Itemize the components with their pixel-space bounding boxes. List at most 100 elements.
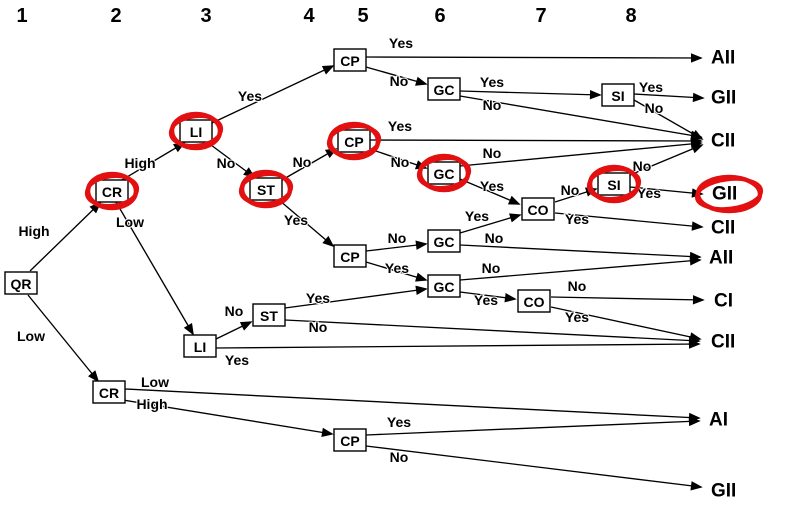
node-box-CP-2	[337, 129, 371, 153]
edge-label-GC-2-leaf-CII-1: No	[483, 145, 502, 161]
edge-CP-3-GC-4	[365, 261, 428, 282]
edge-label-SI-2-leaf-GII-2: Yes	[637, 185, 661, 201]
edge-label-ST-bottom-leaf-CII-3: No	[309, 319, 328, 335]
edge-label-SI-1-leaf-CII-1: No	[645, 100, 664, 116]
edge-CO-2-leaf-CII-3	[550, 306, 702, 342]
leaf-GII-3: GII	[711, 481, 736, 502]
edge-GC-1-SI-1	[459, 89, 602, 100]
highlight-circle-CR-top	[84, 174, 140, 208]
edge-label-GC-4-CO-2: Yes	[474, 292, 498, 308]
edge-label-CO-2-leaf-CII-3: Yes	[565, 309, 589, 325]
edge-ST-top-CP-3	[278, 199, 335, 248]
leaf-AI-1: AI	[709, 410, 728, 431]
edge-SI-2-leaf-GII-2	[629, 186, 704, 198]
edge-label-CO-1-SI-2: No	[561, 182, 580, 198]
edge-GC-4-leaf-AII-2	[459, 256, 702, 281]
edge-LI-bottom-ST-bottom	[215, 321, 253, 340]
edge-label-SI-2-leaf-CII-1: No	[633, 158, 652, 174]
node-box-LI-top	[179, 119, 213, 143]
column-header-5: 5	[357, 5, 368, 27]
edge-CP-3-GC-3	[365, 240, 428, 252]
node-label-LI-bottom: LI	[194, 339, 206, 355]
node-label-CP-4: CP	[340, 433, 359, 449]
node-box-CR-bottom	[92, 380, 126, 404]
node-box-ST-bottom	[252, 303, 286, 327]
edge-label-CR-bottom-CP-4: High	[136, 396, 167, 412]
node-label-GC-3: GC	[434, 234, 455, 250]
edge-CP-4-leaf-GII-3	[365, 445, 703, 491]
column-header-1: 1	[16, 5, 27, 27]
node-label-SI-2: SI	[607, 177, 620, 193]
node-label-CO-1: CO	[528, 202, 549, 218]
highlight-circle-CP-2	[326, 124, 382, 158]
edge-label-GC-3-leaf-AII-2: No	[485, 230, 504, 246]
edge-label-QR-CR-top: High	[18, 223, 49, 239]
edge-label-LI-bottom-leaf-CII-3: Yes	[225, 352, 249, 368]
node-box-CR-top	[95, 179, 129, 203]
column-header-2: 2	[110, 5, 121, 27]
edge-QR-CR-top	[29, 201, 102, 272]
node-box-QR	[4, 271, 38, 295]
node-box-CP-1	[333, 48, 367, 72]
node-box-GC-4	[427, 274, 461, 298]
column-header-7: 7	[535, 5, 546, 27]
edge-label-QR-CR-bottom: Low	[17, 328, 45, 344]
leaf-CII-1: CII	[711, 131, 735, 152]
node-label-ST-bottom: ST	[260, 308, 278, 324]
edge-LI-top-CP-1	[211, 65, 335, 124]
node-label-SI-1: SI	[611, 88, 624, 104]
edge-CO-1-leaf-CII-2	[554, 212, 704, 231]
edge-label-GC-1-SI-1: Yes	[480, 74, 504, 90]
edge-SI-2-leaf-CII-1	[629, 144, 704, 176]
node-box-SI-2	[597, 172, 631, 196]
edge-label-CP-2-GC-2: No	[391, 154, 410, 170]
edge-SI-1-leaf-GII-1	[633, 92, 705, 103]
edge-GC-3-leaf-AII-2	[459, 244, 702, 262]
node-box-GC-2	[427, 161, 461, 185]
leaf-CII-3: CII	[711, 332, 735, 353]
node-box-LI-bottom	[183, 334, 217, 358]
node-label-GC-1: GC	[434, 82, 455, 98]
node-label-CP-2: CP	[344, 134, 363, 150]
highlight-circle-LI-top	[168, 114, 224, 148]
edge-label-SI-1-leaf-GII-1: Yes	[639, 79, 663, 95]
edge-CP-4-leaf-AI-1	[365, 416, 701, 436]
highlight-circle-leaf-GII-2	[694, 177, 764, 211]
leaf-CI-1: CI	[714, 291, 733, 312]
node-label-CP-1: CP	[340, 53, 359, 69]
edge-label-CP-3-GC-3: No	[388, 230, 407, 246]
edge-ST-bottom-GC-4	[284, 285, 428, 309]
highlight-circle-ST-top	[238, 172, 294, 206]
leaf-CII-2: CII	[711, 218, 735, 239]
highlight-circle-GC-2	[416, 156, 472, 190]
edge-GC-1-leaf-CII-1	[459, 95, 703, 140]
node-box-GC-1	[427, 77, 461, 101]
edge-ST-bottom-leaf-CII-3	[284, 319, 701, 346]
edge-CP-1-leaf-AII-1	[365, 53, 703, 63]
leaf-GII-2: GII	[712, 184, 737, 205]
edge-label-CR-top-LI-bottom: Low	[116, 214, 144, 230]
node-box-CP-4	[333, 428, 367, 452]
edge-label-CP-1-GC-1: No	[390, 73, 409, 89]
edge-label-ST-top-CP-2: No	[293, 154, 312, 170]
edge-CR-bottom-CP-4	[122, 399, 334, 438]
edge-label-CP-3-GC-4: Yes	[385, 260, 409, 276]
edge-label-CP-1-leaf-AII-1: Yes	[389, 35, 413, 51]
leaf-GII-1: GII	[711, 88, 736, 109]
edge-GC-2-CO-1	[459, 178, 521, 205]
node-label-CO-2: CO	[524, 294, 545, 310]
edge-label-CP-4-leaf-AI-1: Yes	[387, 414, 411, 430]
edge-CP-2-GC-2	[369, 148, 428, 170]
column-header-6: 6	[434, 5, 445, 27]
node-box-CO-2	[517, 289, 551, 313]
node-label-GC-2: GC	[434, 166, 455, 182]
edge-GC-4-CO-2	[459, 291, 517, 303]
edge-label-GC-2-CO-1: Yes	[480, 178, 504, 194]
edge-label-CO-1-leaf-CII-2: Yes	[565, 211, 589, 227]
edge-CO-2-leaf-CI-1	[550, 295, 705, 305]
edge-label-ST-bottom-GC-4: Yes	[306, 290, 330, 306]
edge-CR-top-LI-bottom	[115, 201, 194, 336]
node-label-CR-bottom: CR	[99, 385, 119, 401]
